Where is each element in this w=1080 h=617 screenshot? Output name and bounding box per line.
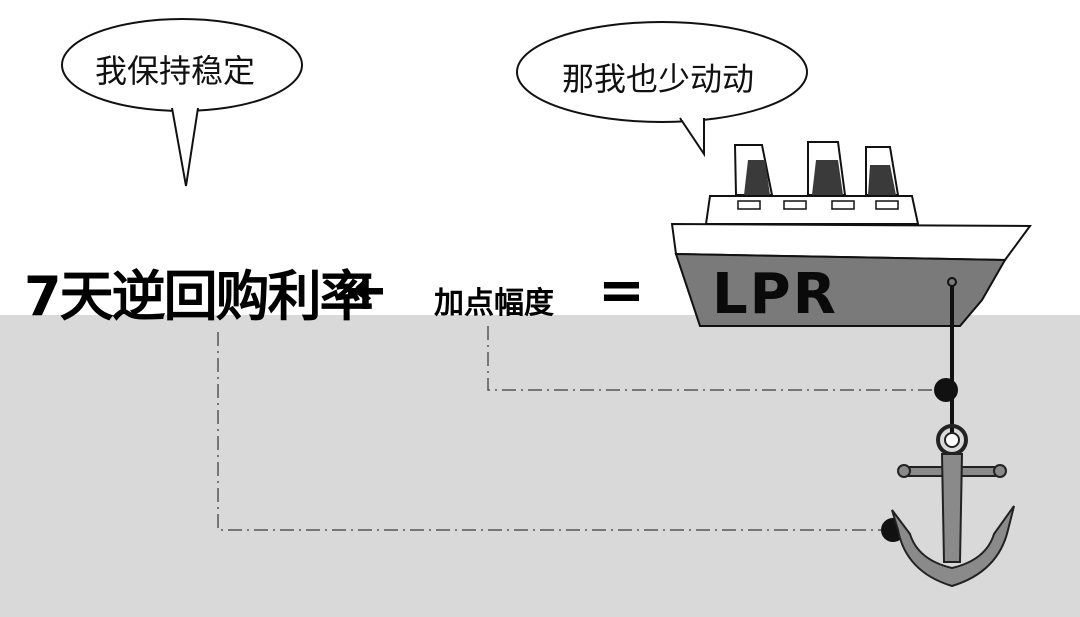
formula-plus-sign: +	[342, 258, 389, 323]
formula-result-lpr: LPR	[712, 262, 838, 327]
ship-icon	[670, 141, 1032, 327]
formula-equals-sign: =	[598, 258, 645, 323]
connector-dot-spread	[934, 378, 958, 402]
speech-text-left: 我保持稳定	[95, 52, 256, 90]
speech-bubble-left	[61, 18, 303, 187]
anchor-icon	[891, 424, 1015, 588]
connector-lines	[217, 326, 946, 531]
formula-spread: 加点幅度	[434, 286, 554, 321]
formula-reverse-repo-rate: 7天逆回购利率	[24, 265, 374, 328]
speech-text-right: 那我也少动动	[562, 60, 755, 98]
speech-bubble-right	[516, 21, 808, 158]
